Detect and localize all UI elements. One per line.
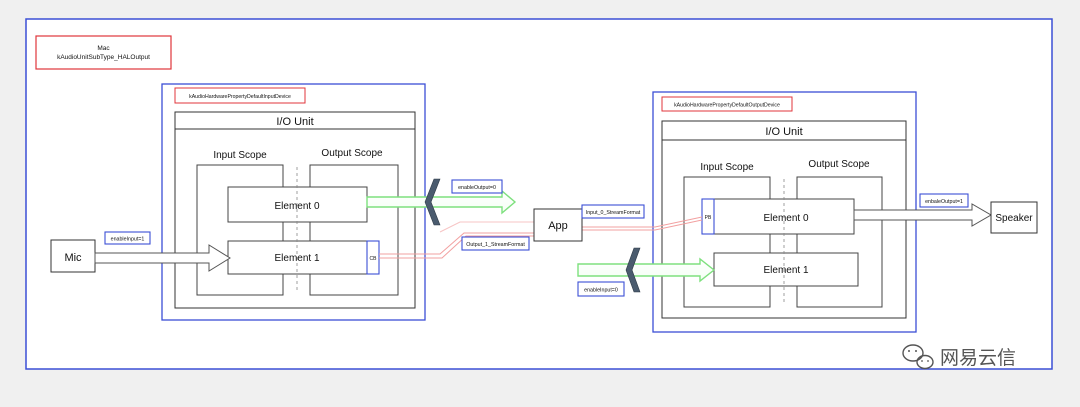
tag-output-stream-format: Output_1_StreamFormat: [461, 236, 530, 251]
tag-enable-output-right: enbaleOutput=1: [919, 193, 969, 208]
pb-tag: [701, 198, 715, 235]
svg-text:PB: PB: [705, 215, 712, 221]
input-scope-label-left: Input Scope: [213, 150, 267, 161]
tag-input-stream-format: Input_0_StreamFormat: [581, 204, 645, 219]
element-1-right: [713, 252, 859, 287]
title-line-1: Mac: [97, 45, 110, 52]
mic-to-element1-arrow: [94, 244, 231, 272]
wechat-icon: [902, 344, 934, 370]
io-unit-title-left: I/O Unit: [276, 116, 313, 128]
input-scope-right: [683, 176, 771, 308]
output-scope-right: [796, 176, 883, 308]
svg-text:enbaleOutput=1: enbaleOutput=1: [925, 199, 963, 205]
svg-text:enableInput=1: enableInput=1: [111, 237, 145, 243]
svg-text:Element 0: Element 0: [763, 213, 808, 224]
app-label: App: [548, 220, 568, 232]
input-device-group: kAudioHardwarePropertyDefaultInputDevice…: [161, 83, 426, 321]
svg-text:Output_1_StreamFormat: Output_1_StreamFormat: [466, 242, 525, 248]
break-chevron-right: [625, 247, 641, 293]
element1-green-arrow: [577, 257, 716, 283]
tag-enable-output-left: enableOutput=0: [451, 179, 503, 194]
title-box: Mac kAudioUnitSubType_HALOutput: [35, 35, 172, 70]
mic-box: [50, 239, 96, 273]
watermark-text: 网易云信: [940, 347, 1016, 369]
output-scope-left: [309, 164, 399, 296]
element0-green-arrow: [366, 189, 517, 215]
title-line-2: kAudioUnitSubType_HALOutput: [57, 54, 150, 61]
io-unit-title-right: I/O Unit: [765, 126, 802, 138]
svg-text:enableOutput=0: enableOutput=0: [458, 185, 496, 191]
input-device-label: kAudioHardwarePropertyDefaultInputDevice: [189, 94, 291, 100]
input-scope-left: [196, 164, 284, 296]
output-scope-label-left: Output Scope: [321, 148, 383, 159]
output-device-group: kAudioHardwarePropertyDefaultOutputDevic…: [652, 91, 917, 333]
svg-text:enableInput=0: enableInput=0: [584, 288, 618, 294]
output-device-label: kAudioHardwarePropertyDefaultOutputDevic…: [674, 103, 780, 109]
svg-text:Input_0_StreamFormat: Input_0_StreamFormat: [586, 210, 641, 216]
element0-to-speaker-arrow: [853, 203, 992, 227]
svg-text:Element 0: Element 0: [274, 201, 319, 212]
app-box: [533, 208, 583, 242]
input-scope-label-right: Input Scope: [700, 162, 754, 173]
speaker-box: [990, 201, 1038, 234]
svg-text:CB: CB: [370, 256, 378, 262]
speaker-label: Speaker: [995, 213, 1033, 224]
stream-lines: [379, 216, 703, 259]
tag-enable-input-right: enableInput=0: [577, 281, 625, 297]
tag-enable-input-left: enableInput=1: [104, 231, 151, 245]
watermark: 网易云信: [902, 344, 1016, 370]
mic-label: Mic: [64, 252, 82, 264]
svg-text:Element 1: Element 1: [763, 265, 808, 276]
break-chevron-left: [424, 178, 441, 226]
output-scope-label-right: Output Scope: [808, 159, 870, 170]
